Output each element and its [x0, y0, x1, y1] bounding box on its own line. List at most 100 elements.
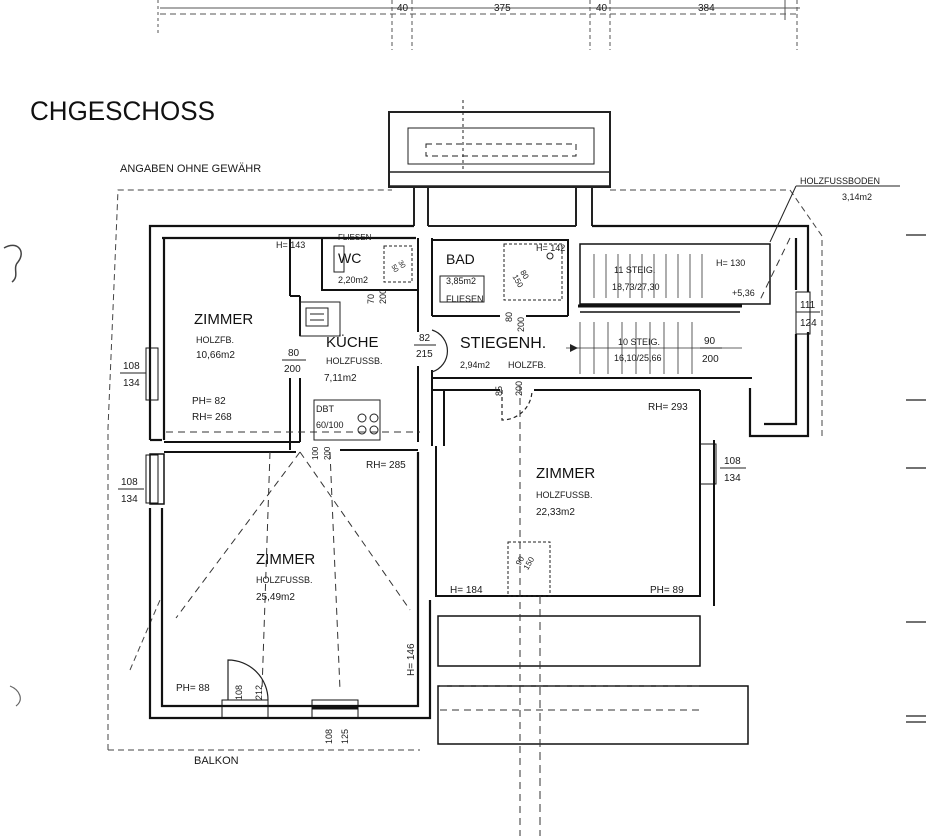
door-d4-height: 124 [800, 318, 817, 329]
kitchen-counter [299, 301, 381, 441]
zimmer1-ph: PH= 82 [192, 396, 226, 407]
zimmer1-area: 10,66m2 [196, 350, 235, 361]
roof-slope-lines [166, 237, 791, 836]
door-d2-width: 82 [419, 333, 431, 344]
zimmer3-ph: PH= 88 [176, 683, 210, 694]
top-dim-2: 375 [494, 3, 511, 14]
door-dim-d4: 111 124 [796, 300, 820, 329]
bad-area: 3,85m2 [446, 276, 476, 286]
wc-name: WC [338, 250, 361, 266]
kueche-floor: HOLZFUSSB. [326, 356, 383, 366]
door-d13-height: 200 [323, 446, 332, 460]
balcony-label: BALKON [194, 755, 239, 767]
roof-outline [107, 189, 823, 751]
stairs-upper-dims: 18,73/27,30 [612, 282, 660, 292]
door-dim-d11: 80 200 [504, 312, 526, 332]
door-d9-width: 108 [324, 729, 334, 744]
top-dim-4: 384 [698, 3, 715, 14]
bath-fixture [439, 243, 563, 303]
kueche-area: 7,11m2 [324, 373, 357, 384]
door-d13-width: 100 [311, 446, 320, 460]
stairs-lower-dims: 16,10/25,66 [614, 353, 662, 363]
zimmer1-rh: RH= 268 [192, 412, 232, 423]
top-dim-3: 40 [596, 3, 608, 14]
door-d3-height: 200 [702, 354, 719, 365]
stiegenhaus-area: 2,94m2 [460, 360, 490, 370]
door-d6-height: 134 [121, 494, 138, 505]
stairs-upper-h: H= 130 [716, 258, 745, 268]
stairs-lower-label: 10 STEIG. [618, 337, 660, 347]
bad-name: BAD [446, 251, 475, 267]
stair-arrow-icon [570, 344, 578, 352]
door-dim-d13: 100 200 [311, 446, 332, 460]
door-d7-height: 134 [724, 473, 741, 484]
holzfussboden-label: HOLZFUSSBODEN [800, 176, 880, 186]
zimmer2-ph: PH= 89 [650, 585, 684, 596]
zimmer3-name: ZIMMER [256, 551, 315, 568]
stairs-upper-label: 11 STEIG. [614, 265, 655, 275]
door-d9-height: 125 [340, 729, 350, 744]
door-d5-width: 108 [123, 361, 140, 372]
door-d4-width: 111 [800, 300, 816, 311]
door-d11-height: 200 [516, 317, 526, 332]
zimmer3-rh: RH= 285 [366, 460, 406, 471]
zimmer3-h: H= 146 [406, 643, 417, 676]
zimmer2-h: H= 184 [450, 585, 483, 596]
door-d8-height: 212 [254, 685, 264, 700]
door-d10-width: 70 [366, 294, 376, 304]
door-dim-d8: 108 212 [234, 685, 264, 700]
door-dim-d3: 90 200 [700, 336, 722, 365]
bad-tile: FLIESEN [446, 294, 484, 304]
zimmer2-fixture-dims: 90150 [514, 550, 537, 571]
zimmer1-name: ZIMMER [194, 311, 253, 328]
stairs-upper-level: +5,36 [732, 288, 755, 298]
bad-fixture-dims: 80150 [510, 269, 533, 290]
zimmer3-floor: HOLZFUSSB. [256, 575, 313, 585]
door-d8-width: 108 [234, 685, 244, 700]
door-dim-d10: 70 200 [366, 289, 388, 304]
door-dim-d5: 108 134 [120, 361, 146, 389]
door-dim-d9: 108 125 [324, 729, 350, 744]
door-d1-height: 200 [284, 364, 301, 375]
door-d12-height: 200 [514, 381, 524, 396]
kueche-dbt: DBT [316, 404, 335, 414]
bad-h: H= 142 [536, 243, 565, 253]
wc-tile: FLIESEN [338, 233, 372, 242]
door-d7-width: 108 [724, 456, 741, 467]
disclaimer-note: ANGABEN OHNE GEWÄHR [120, 163, 261, 175]
door-d11-width: 80 [504, 312, 514, 322]
stiegenhaus-name: STIEGENH. [460, 335, 546, 352]
door-d2-height: 215 [416, 349, 433, 360]
dormer-top [388, 100, 611, 227]
door-d1-width: 80 [288, 348, 300, 359]
holzfussboden-area: 3,14m2 [842, 192, 872, 202]
wc-fixture-dims: 3050 [389, 260, 406, 274]
zimmer2-floor: HOLZFUSSB. [536, 490, 593, 500]
right-margin-marks [906, 234, 926, 723]
door-swings [227, 329, 533, 701]
holzfussboden-leader-diag [769, 185, 797, 243]
top-dim-1: 40 [397, 3, 409, 14]
door-dim-d1: 80 200 [282, 348, 306, 375]
door-dim-d7: 108 134 [720, 456, 746, 484]
scan-artefact-left-lower [9, 685, 21, 707]
zimmer2-rh: RH= 293 [648, 402, 688, 413]
door-d3-width: 90 [704, 336, 716, 347]
stiegenhaus-floor: HOLZFB. [508, 360, 546, 370]
wc-area: 2,20m2 [338, 275, 368, 285]
wc-fixture [333, 245, 413, 283]
zimmer2-fixture [507, 541, 551, 597]
zimmer1-floor: HOLZFB. [196, 335, 234, 345]
door-d6-width: 108 [121, 477, 138, 488]
zimmer2-area: 22,33m2 [536, 507, 575, 518]
scan-artefact-left [3, 244, 22, 283]
zimmer2-name: ZIMMER [536, 465, 595, 482]
door-dim-d2: 82 215 [414, 333, 436, 360]
door-d10-height: 200 [378, 289, 388, 304]
plan-title: CHGESCHOSS [30, 96, 215, 126]
exterior-walls [148, 224, 810, 720]
door-d12-width: 85 [494, 386, 504, 396]
interior-walls [164, 238, 771, 745]
door-d5-height: 134 [123, 378, 140, 389]
